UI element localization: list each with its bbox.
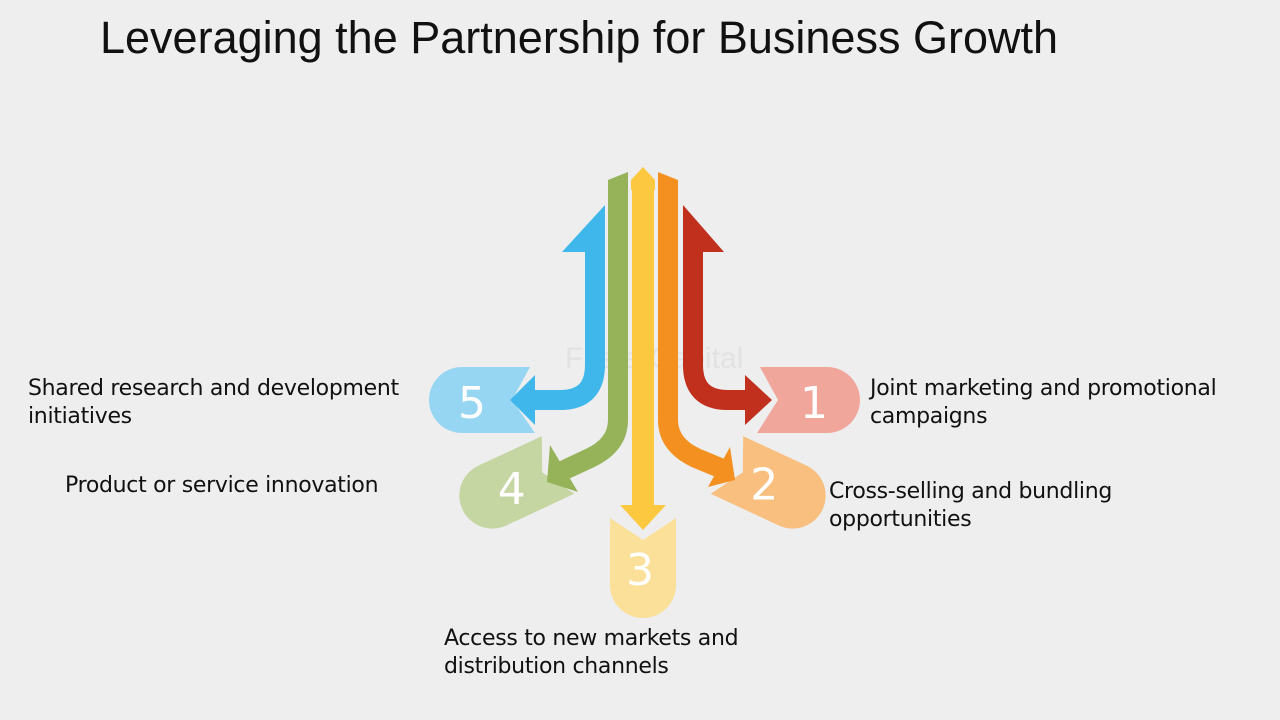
- arrow-4-top: [608, 172, 628, 190]
- badge-3: 3: [610, 518, 676, 618]
- arrow-1: [683, 245, 755, 410]
- label-2-line1: Cross-selling and bundling: [829, 479, 1113, 504]
- label-4-line1: Product or service innovation: [65, 473, 379, 498]
- arrow-2-head: [708, 447, 735, 487]
- label-1-line2: campaigns: [870, 404, 988, 429]
- badge-1-number: 1: [800, 378, 828, 429]
- label-5-line2: initiatives: [28, 404, 132, 429]
- arrow-5: [525, 245, 605, 410]
- arrow-5-up-head: [562, 205, 605, 252]
- badge-4: 4: [459, 436, 575, 529]
- badge-5: 5: [429, 367, 535, 433]
- badge-3-number: 3: [626, 545, 654, 596]
- arrow-4-head: [547, 445, 578, 492]
- label-1-line1: Joint marketing and promotional: [870, 376, 1217, 401]
- arrow-1-up-head: [683, 205, 724, 252]
- label-3-line1: Access to new markets and: [444, 626, 739, 651]
- label-5-line1: Shared research and development: [28, 376, 399, 401]
- arrow-2: [658, 180, 729, 480]
- arrow-4: [555, 180, 628, 482]
- slide-title: Leveraging the Partnership for Business …: [100, 12, 1059, 63]
- label-4: Product or service innovation: [65, 472, 379, 500]
- arrow-2-top: [658, 172, 678, 190]
- label-3: Access to new markets and distribution c…: [444, 625, 739, 681]
- label-3-line2: distribution channels: [444, 654, 669, 679]
- badge-4-number: 4: [498, 464, 526, 515]
- badge-2-number: 2: [750, 460, 778, 511]
- label-1: Joint marketing and promotional campaign…: [870, 375, 1217, 431]
- badge-5-number: 5: [458, 378, 486, 429]
- arrow-3-head: [620, 505, 666, 530]
- label-2-line2: opportunities: [829, 507, 972, 532]
- arrow-5-left-head: [510, 375, 535, 425]
- badge-1: 1: [757, 367, 860, 433]
- arrow-3-up-head: [631, 167, 655, 190]
- badge-2: 2: [710, 436, 826, 529]
- label-5: Shared research and development initiati…: [28, 375, 399, 431]
- arrow-1-right-head: [745, 375, 772, 425]
- label-2: Cross-selling and bundling opportunities: [829, 478, 1112, 534]
